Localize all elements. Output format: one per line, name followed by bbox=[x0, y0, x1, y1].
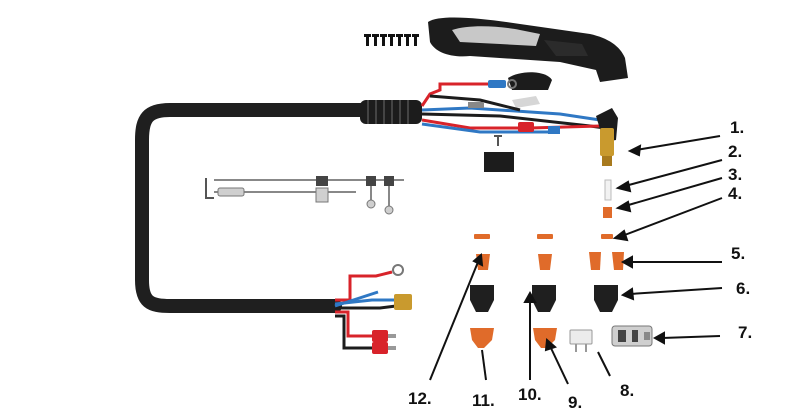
leader-lines bbox=[429, 135, 723, 385]
callout-7: 7. bbox=[738, 323, 752, 342]
callout-2: 2. bbox=[728, 142, 742, 161]
electrode-2 bbox=[604, 179, 612, 201]
circle-guide-kit bbox=[205, 176, 404, 215]
swirl-ring-3 bbox=[603, 207, 612, 218]
small-tips bbox=[474, 234, 613, 239]
standoff-guide-7 bbox=[611, 325, 653, 347]
callout-4: 4. bbox=[728, 184, 742, 203]
callout-8: 8. bbox=[620, 381, 634, 400]
nozzles bbox=[476, 252, 624, 270]
callout-5: 5. bbox=[731, 244, 745, 263]
callout-3: 3. bbox=[728, 165, 742, 184]
callout-10: 10. bbox=[518, 385, 542, 404]
torch-head-wires bbox=[420, 82, 606, 134]
torch-head bbox=[596, 108, 618, 166]
trigger-switch bbox=[508, 72, 552, 108]
connector-block bbox=[484, 152, 514, 172]
machine-end-wires bbox=[334, 270, 397, 350]
handle-screws bbox=[364, 34, 419, 46]
torch-handle bbox=[428, 17, 628, 82]
callout-9: 9. bbox=[568, 393, 582, 412]
callout-11: 11. bbox=[472, 391, 495, 410]
strain-relief bbox=[360, 100, 422, 124]
callout-6: 6. bbox=[736, 279, 750, 298]
cable-tie bbox=[494, 135, 502, 146]
shield-caps bbox=[470, 328, 557, 348]
callout-1: 1. bbox=[730, 118, 744, 137]
torch-hose bbox=[135, 103, 372, 313]
shield-cups bbox=[470, 285, 618, 312]
machine-end-connectors bbox=[372, 264, 412, 354]
wire-terminals bbox=[468, 79, 560, 134]
callout-12: 12. bbox=[408, 389, 432, 408]
spacer-8 bbox=[569, 329, 593, 352]
